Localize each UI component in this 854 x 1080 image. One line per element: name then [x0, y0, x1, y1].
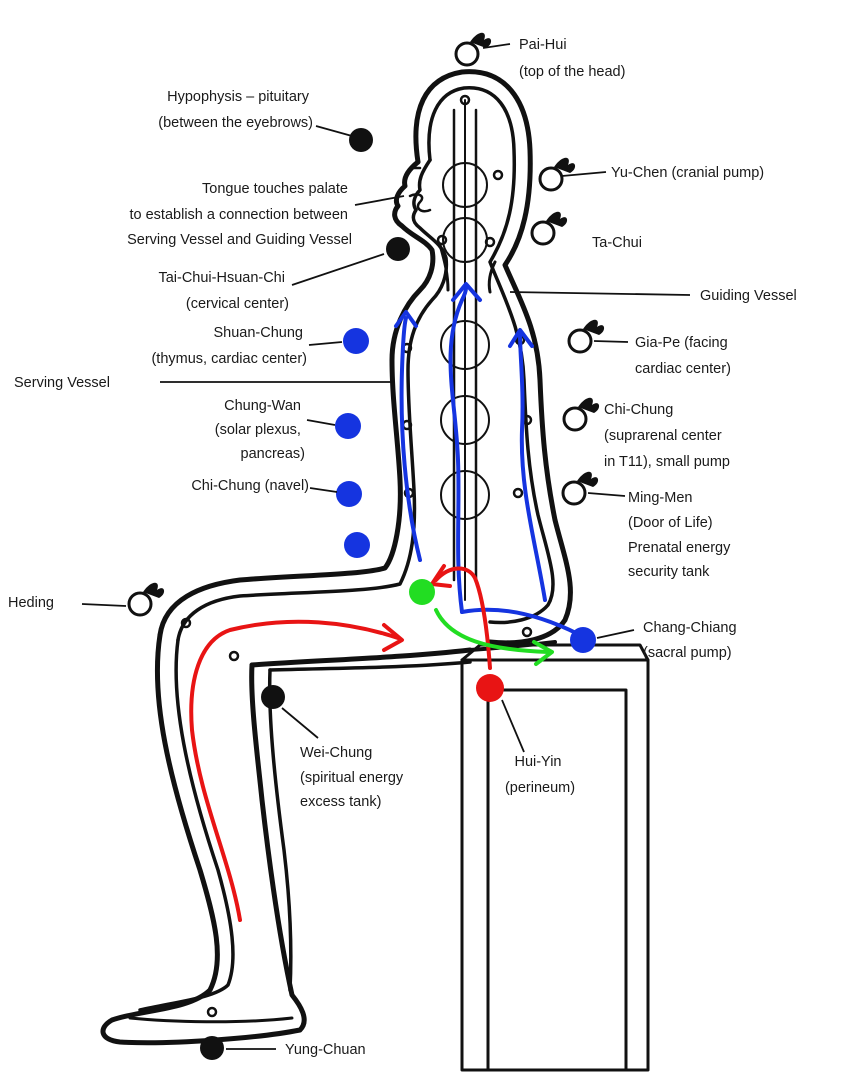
blue-path-front	[399, 316, 422, 562]
green-energy-paths	[434, 608, 554, 666]
blue-energy-paths	[394, 282, 580, 636]
blue-arrowhead-spine	[451, 282, 482, 302]
labels: Pai-Hui (top of the head) Hypophysis – p…	[8, 37, 797, 1058]
label-serving-vessel: Serving Vessel	[14, 375, 110, 391]
label-chi-chung-navel: Chi-Chung (navel)	[191, 478, 309, 494]
black-marker-hypophysis	[349, 128, 373, 152]
label-chi-chung-back: Chi-Chung (suprarenal center in T11), sm…	[604, 402, 730, 470]
flame-marker-chi-chung-back	[562, 397, 600, 432]
flame-marker-gia-pe	[567, 319, 605, 354]
flame-marker-yu-chen	[538, 157, 576, 192]
label-tai-chui: Tai-Chui-Hsuan-Chi (cervical center)	[158, 270, 289, 312]
flame-marker-pai-hui	[454, 32, 492, 67]
red-path-leg	[189, 619, 400, 922]
figure-outline	[100, 69, 573, 1046]
green-marker	[409, 579, 435, 605]
blue-arrowhead-back	[508, 328, 534, 348]
label-gia-pe: Gia-Pe (facing cardiac center)	[635, 335, 732, 377]
green-path	[434, 608, 550, 654]
flame-marker-heding	[127, 582, 165, 617]
label-hypophysis: Hypophysis – pituitary (between the eyeb…	[158, 89, 313, 131]
blue-marker-shuan-chung	[343, 328, 369, 354]
label-pai-hui: Pai-Hui (top of the head)	[519, 37, 625, 80]
blue-path-back	[518, 332, 547, 602]
label-heding: Heding	[8, 595, 54, 611]
blue-arrowhead-front	[394, 310, 418, 328]
flame-marker-ming-men	[561, 471, 599, 506]
black-marker-tai-chui	[386, 237, 410, 261]
red-energy-paths	[189, 564, 492, 922]
blue-marker-chang-chiang	[570, 627, 596, 653]
label-ming-men: Ming-Men (Door of Life) Prenatal energy …	[628, 490, 734, 580]
blue-path-bottom	[460, 607, 580, 636]
leader-lines	[81, 43, 691, 1050]
chair	[460, 643, 650, 1072]
blue-marker-chung-wan	[335, 413, 361, 439]
label-shuan-chung: Shuan-Chung (thymus, cardiac center)	[151, 325, 307, 367]
red-marker-hui-yin	[476, 674, 504, 702]
black-marker-wei-chung	[261, 685, 285, 709]
green-arrowhead	[532, 640, 554, 666]
label-tongue: Tongue touches palate to establish a con…	[127, 181, 352, 248]
label-ta-chui: Ta-Chui	[592, 235, 642, 251]
point-markers	[127, 32, 605, 1060]
blue-marker-extra	[344, 532, 370, 558]
label-chung-wan: Chung-Wan (solar plexus, pancreas)	[215, 398, 305, 462]
red-arrowhead-leg	[382, 623, 404, 652]
label-guiding-vessel: Guiding Vessel	[700, 288, 797, 304]
label-yung-chuan: Yung-Chuan	[285, 1042, 366, 1058]
flame-marker-ta-chui	[530, 211, 568, 246]
label-hui-yin: Hui-Yin (perineum)	[505, 754, 575, 796]
blue-path-spine	[448, 286, 468, 614]
blue-marker-chi-chung-navel	[336, 481, 362, 507]
label-chang-chiang: Chang-Chiang (sacral pump)	[643, 620, 741, 661]
label-wei-chung: Wei-Chung (spiritual energy excess tank)	[300, 745, 407, 810]
black-marker-yung-chuan	[200, 1036, 224, 1060]
label-yu-chen: Yu-Chen (cranial pump)	[611, 165, 764, 181]
